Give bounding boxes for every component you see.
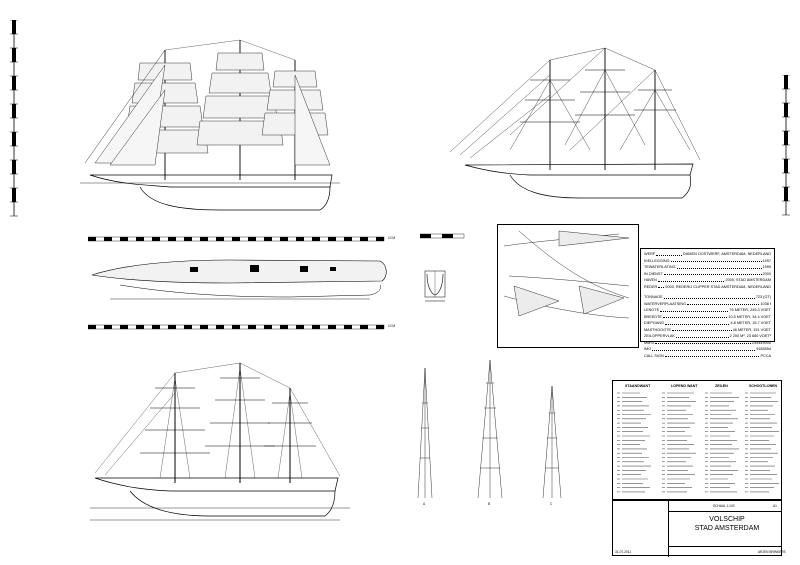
mast-front-views <box>417 359 562 499</box>
scale-ruler-bottom <box>88 324 385 330</box>
spec-row: TONNAGE 723 (GT) <box>644 294 771 301</box>
spec-row: ZEILOPPERVLAK 2 200 M², 23 680 VOET² <box>644 333 771 340</box>
mast-label: C <box>550 502 553 506</box>
legend-header: STAANDWANT <box>625 384 651 388</box>
ship-type: VOLSCHIP <box>709 516 745 523</box>
spec-label: WATERVERPLAATSING <box>644 301 687 306</box>
spec-value: 2 200 M², 23 680 VOET² <box>729 334 771 338</box>
bowsprit-detail-drawing <box>503 230 630 319</box>
right-vertical-scale <box>782 75 790 216</box>
spec-row: TEWATERLATING 1999 <box>644 264 771 271</box>
spec-label: DIEPGANG <box>644 321 665 325</box>
spec-row: IN DIENST 2000 <box>644 271 771 278</box>
spec-label: REDER <box>644 284 658 289</box>
spec-label: ZEILOPPERVLAK <box>644 334 675 338</box>
legend-header: ZEILEN <box>715 384 728 388</box>
ruler-label: 10 M <box>388 236 396 240</box>
legend-lines <box>617 392 779 493</box>
legend-header: SCHOOTLIJNEN <box>749 384 778 388</box>
bowsprit-detail-panel <box>497 224 639 348</box>
spec-label: LENGTE <box>644 308 660 312</box>
mast-label: B <box>488 502 491 506</box>
legend-header: LOPEND WANT <box>671 384 698 388</box>
drawing-date: 31-07-2011 <box>615 550 632 554</box>
scale-ruler-top <box>88 236 385 242</box>
spec-row: WATERVERPLAATSING 1038 t <box>644 301 771 308</box>
rigging-plan-drawing <box>450 47 701 199</box>
spec-value: 2000, STAD AMSTERDAM <box>725 278 771 282</box>
spec-label: IMO <box>644 347 652 351</box>
legend-block: STAANDWANT LOPEND WANT ZEILEN SCHOOTLIJN… <box>612 380 782 500</box>
spec-row: HAVEN 2000, STAD AMSTERDAM <box>644 277 771 284</box>
spec-label: WERF <box>644 252 656 256</box>
spec-label: TONNAGE <box>644 295 663 299</box>
spec-value: 9185554 <box>756 347 771 351</box>
outboard-profile-drawing <box>90 362 350 521</box>
spec-value: 2000, REDERIJ CLIPPER STAD AMSTERDAM, NE… <box>665 284 771 289</box>
spec-value: 46 METER, 151 VOET <box>732 327 771 332</box>
spec-value: DAMEN OOSTWERF, AMSTERDAM, NEDERLAND <box>683 252 771 256</box>
spec-row: BREEDTE 10.5 METER, 34.4 VOET <box>644 314 771 321</box>
spec-value: 2000 <box>762 271 771 276</box>
author-name: ARJEN BRINKERS <box>758 550 786 554</box>
small-ruler <box>420 233 465 239</box>
spec-row: DIEPGANG 4.8 METER, 15.7 VOET <box>644 320 771 327</box>
ruler-label: 10 M <box>388 324 396 328</box>
spec-row: MASTHOOGTE 46 METER, 151 VOET <box>644 327 771 334</box>
title-block: SCHAAL 1:100 A1 VOLSCHIP STAD AMSTERDAM … <box>612 500 786 557</box>
spec-value: 76 METER, 249.3 VOET <box>729 308 771 312</box>
spec-label: MASTHOOGTE <box>644 327 672 332</box>
spec-row: REDER 2000, REDERIJ CLIPPER STAD AMSTERDA… <box>644 284 771 291</box>
spec-label: KIELLEGGING <box>644 258 670 263</box>
spec-value: 1997 <box>762 258 771 263</box>
spec-value: 4.8 METER, 15.7 VOET <box>730 321 771 325</box>
ship-name: STAD AMSTERDAM <box>694 525 760 532</box>
sheet-size: A1 <box>773 504 777 508</box>
spec-row: LENGTE 76 METER, 249.3 VOET <box>644 307 771 314</box>
deck-plan-drawing <box>91 259 387 300</box>
spec-label: IN DIENST <box>644 271 663 276</box>
spec-value: PCCA <box>760 353 771 358</box>
spec-value: 10.5 METER, 34.4 VOET <box>728 314 771 319</box>
spec-label: HAVEN <box>644 278 657 282</box>
spec-row: IMO 9185554 <box>644 346 771 353</box>
spec-row: KIELLEGGING 1997 <box>644 258 771 265</box>
spec-row: WERF DAMEN OOSTWERF, AMSTERDAM, NEDERLAND <box>644 251 771 258</box>
spec-label: BREEDTE <box>644 314 662 319</box>
spec-value: 1999 <box>762 265 771 269</box>
scale-text: SCHAAL 1:100 <box>713 504 735 508</box>
sail-plan-drawing <box>80 39 340 211</box>
spec-row: CALL SIGN PCCA <box>644 353 771 360</box>
spec-value: 723 (GT) <box>755 295 771 299</box>
spec-value: 244449000 <box>751 340 771 345</box>
spec-label: TEWATERLATING <box>644 265 676 269</box>
hull-cross-section <box>424 270 446 302</box>
left-vertical-scale <box>10 20 18 217</box>
spec-label: MMSI <box>644 340 654 345</box>
spec-value: 1038 t <box>760 301 771 306</box>
mast-label: A <box>423 502 426 506</box>
spec-label: CALL SIGN <box>644 353 664 358</box>
specs-table: WERF DAMEN OOSTWERF, AMSTERDAM, NEDERLAND… <box>640 248 775 358</box>
spec-row: MMSI 244449000 <box>644 340 771 347</box>
